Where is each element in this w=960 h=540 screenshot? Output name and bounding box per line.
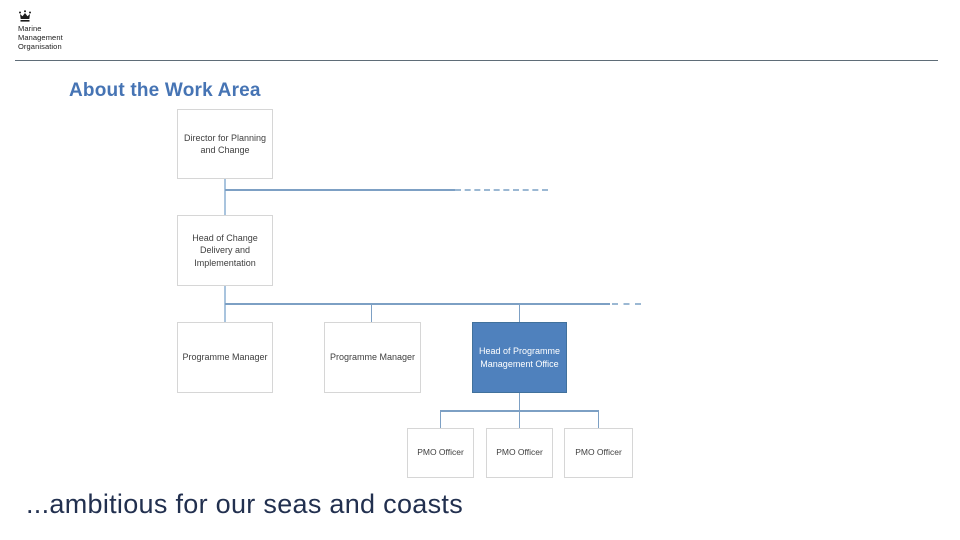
connector-hpmo-down [519,393,520,411]
connector-drop-hpmo [519,304,520,322]
connector-drop-pm2 [371,304,372,322]
connector-director-down [224,179,226,215]
connector-drop-pmo3 [598,411,599,428]
connector-level2-dashed [612,303,641,305]
org-node-head-of-change: Head of Change Delivery and Implementati… [177,215,273,286]
org-node-director: Director for Planning and Change [177,109,273,179]
connector-level1-horizontal [225,189,455,191]
logo-text: Marine Management Organisation [18,24,63,51]
connector-level2-horizontal [225,303,610,305]
page-title: About the Work Area [69,80,261,101]
connector-drop-pmo1 [440,411,441,428]
org-node-pmo-officer-2: PMO Officer [486,428,553,478]
header-divider [15,60,938,61]
footer-tagline: ...ambitious for our seas and coasts [26,489,464,519]
connector-level3-horizontal [440,410,599,412]
org-node-programme-manager-2: Programme Manager [324,322,421,393]
mmo-logo: Marine Management Organisation [18,10,108,51]
org-node-pmo-officer-1: PMO Officer [407,428,474,478]
org-node-pmo-officer-3: PMO Officer [564,428,633,478]
org-node-programme-manager-1: Programme Manager [177,322,273,393]
connector-level1-dashed [455,189,548,191]
royal-crest-icon [19,10,31,22]
org-node-head-of-pmo: Head of Programme Management Office [472,322,567,393]
connector-drop-pmo2 [519,411,520,428]
